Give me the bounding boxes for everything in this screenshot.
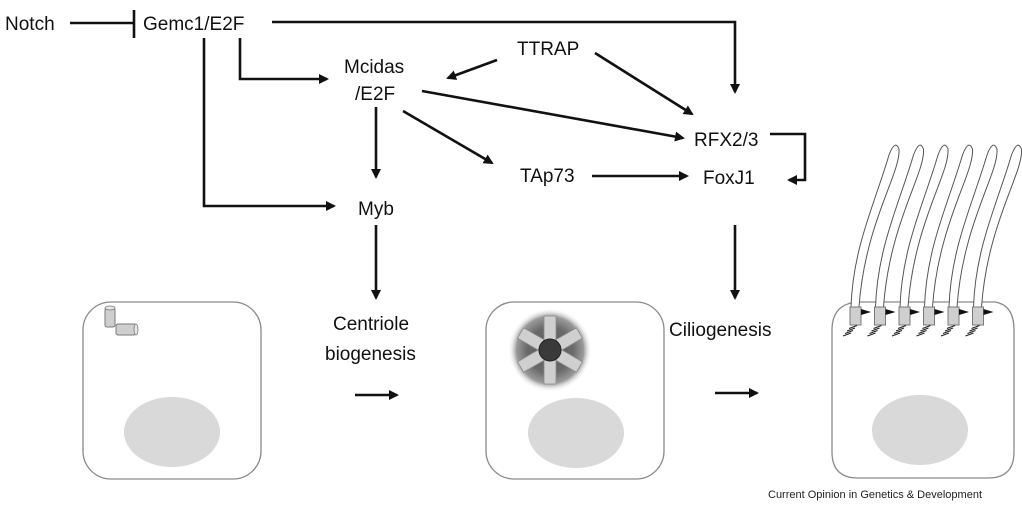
cilia (842, 144, 1022, 337)
node-foxj1: FoxJ1 (703, 168, 755, 189)
node-ttrap: TTRAP (517, 39, 579, 60)
nucleus (124, 397, 220, 467)
edge-rfx-to-foxj1 (770, 132, 807, 185)
basal-foot (959, 309, 969, 315)
process-ciliogenesis: Ciliogenesis (669, 320, 771, 341)
cell-multiciliated (831, 144, 1022, 479)
basal-body (898, 306, 911, 326)
basal-body (874, 306, 886, 326)
cell-progenitor (82, 301, 262, 480)
edge-mcidas-to-rfx (421, 89, 685, 142)
node-gemc1-e2f: Gemc1/E2F (143, 14, 244, 35)
striated-rootlet (965, 324, 980, 337)
cilium (874, 144, 925, 308)
edge-ttrap-to-rfx (594, 51, 694, 116)
node-mcidas-line2: /E2F (355, 84, 395, 105)
basal-foot (934, 309, 945, 315)
figure-credit: Current Opinion in Genetics & Developmen… (768, 489, 982, 501)
cilium (948, 144, 998, 308)
cilium (923, 144, 974, 308)
striated-rootlet (867, 324, 882, 337)
striated-rootlet (940, 324, 956, 337)
node-tap73: TAp73 (520, 166, 575, 187)
edge-gemc1-to-mcidas (238, 38, 329, 84)
edge-mcidas-to-tap73 (402, 109, 494, 165)
node-rfx2-3: RFX2/3 (694, 130, 758, 151)
basal-foot (861, 309, 871, 315)
node-mcidas-line1: Mcidas (344, 57, 404, 78)
basal-foot (910, 309, 920, 315)
cilium (899, 144, 949, 308)
process-centriole-line1: Centriole (333, 314, 409, 335)
nucleus (872, 395, 968, 465)
striated-rootlet (842, 324, 858, 337)
process-centriole-line2: biogenesis (325, 344, 416, 365)
cell-centriole-amplification (485, 301, 665, 480)
edge-gemc1-to-myb (202, 38, 336, 211)
edge-notch-inhibits-gemc1 (70, 10, 136, 38)
basal-foot (885, 309, 896, 315)
basal-body (972, 306, 984, 326)
basal-body (923, 306, 935, 326)
cilium (972, 144, 1022, 308)
basal-foot (983, 309, 994, 315)
basal-body (849, 306, 862, 326)
striated-rootlet (916, 324, 931, 337)
striated-rootlet (891, 324, 907, 337)
node-myb: Myb (358, 199, 394, 220)
node-notch: Notch (5, 14, 55, 35)
deuterosome-icon (508, 308, 592, 392)
edge-ttrap-to-mcidas (446, 58, 498, 80)
nucleus (528, 398, 624, 468)
basal-body (947, 306, 960, 326)
parental-centrioles-icon (104, 305, 139, 336)
cilium (850, 144, 900, 308)
edge-gemc1-to-rfx (272, 20, 740, 94)
